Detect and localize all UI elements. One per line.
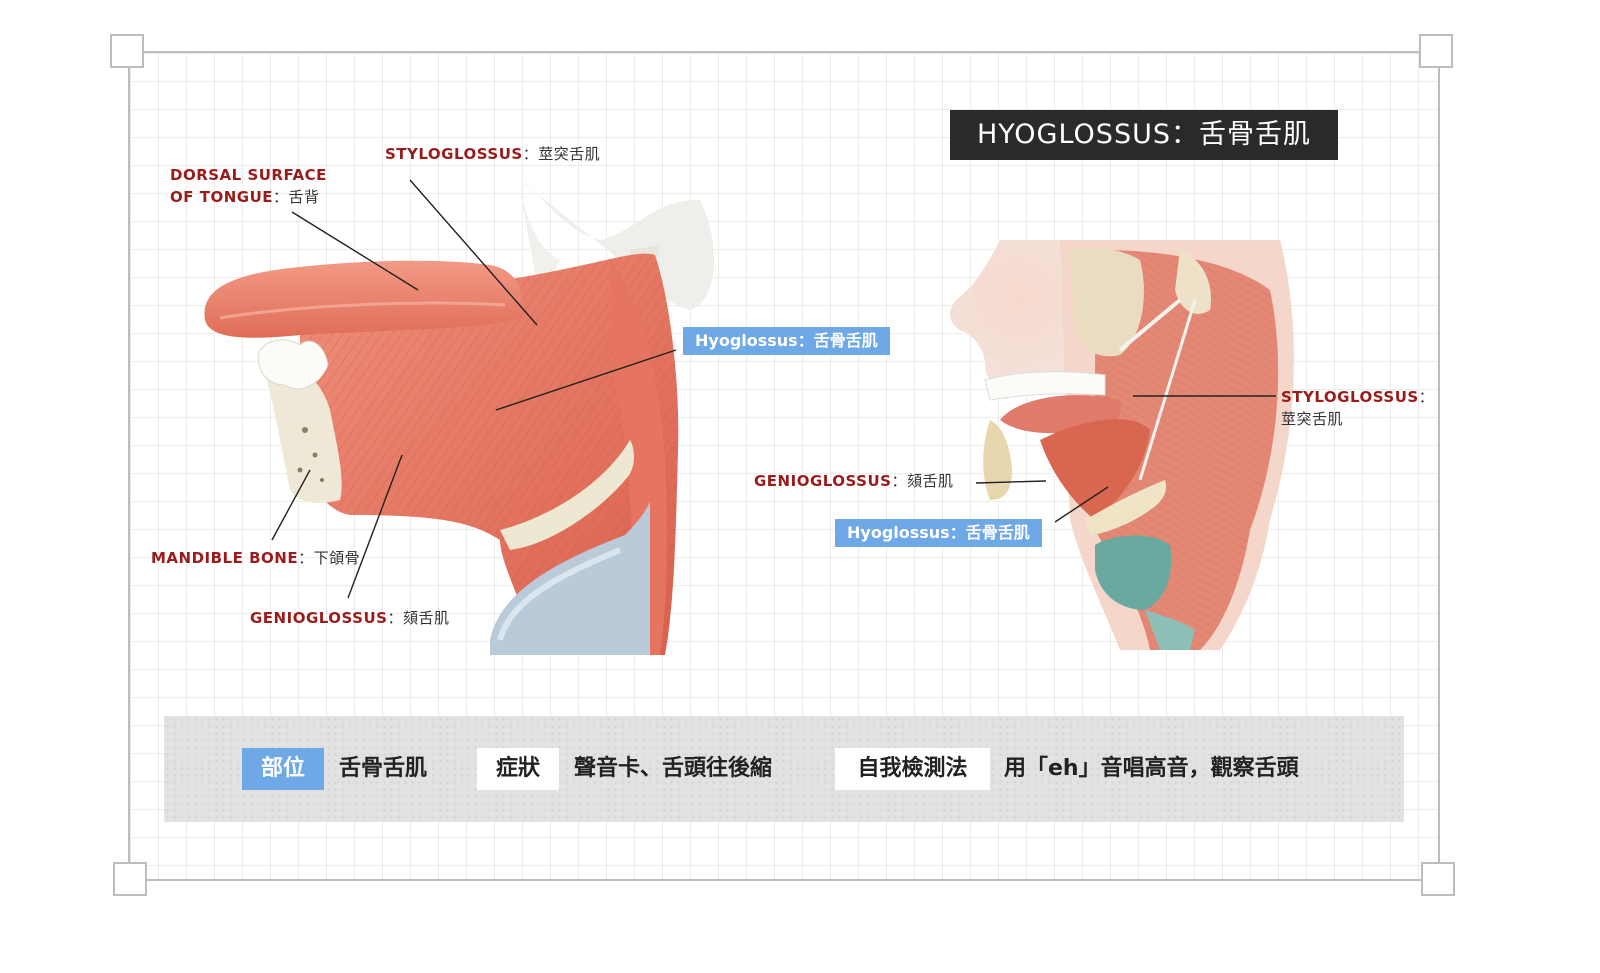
symptom-chip: 症狀	[477, 748, 559, 790]
label-styloglossus-right-zh: 莖突舌肌	[1281, 410, 1344, 428]
label-styloglossus-zh: ：莖突舌肌	[522, 145, 601, 163]
self-test-chip: 自我檢測法	[835, 748, 990, 790]
label-styloglossus-right-en: STYLOGLOSSUS	[1281, 388, 1419, 406]
corner-marker-tr	[1419, 34, 1453, 68]
label-mandible-zh: ：下頜骨	[298, 549, 361, 567]
label-styloglossus-en: STYLOGLOSSUS	[385, 145, 523, 163]
tag-hyoglossus-right: Hyoglossus：舌骨舌肌	[835, 519, 1042, 547]
label-styloglossus-right-colon: ：	[1418, 388, 1435, 406]
label-dorsal-line1: DORSAL SURFACE	[170, 166, 327, 184]
label-dorsal-line2-zh: ：舌背	[273, 188, 320, 206]
label-genioglossus-right-zh: ：頦舌肌	[891, 472, 954, 490]
page-title: HYOGLOSSUS：舌骨舌肌	[950, 110, 1338, 160]
label-genioglossus-right-en: GENIOGLOSSUS	[754, 472, 892, 490]
info-bar: 部位 舌骨舌肌 症狀 聲音卡、舌頭往後縮 自我檢測法 用「eh」音唱高音，觀察舌…	[164, 716, 1404, 822]
location-value: 舌骨舌肌	[339, 756, 428, 781]
tag-hyoglossus-left: Hyoglossus：舌骨舌肌	[683, 327, 890, 355]
corner-marker-br	[1421, 862, 1455, 896]
head-neck-illustration	[950, 240, 1294, 650]
location-chip: 部位	[242, 748, 324, 790]
label-mandible-en: MANDIBLE BONE	[151, 549, 299, 567]
label-styloglossus-right: STYLOGLOSSUS： 莖突舌肌	[1281, 386, 1434, 430]
label-dorsal-line2-en: OF TONGUE	[170, 188, 273, 206]
label-genioglossus-right: GENIOGLOSSUS：頦舌肌	[754, 470, 953, 492]
tongue-muscles-illustration	[204, 179, 714, 655]
corner-marker-bl	[113, 862, 147, 896]
label-genioglossus-left: GENIOGLOSSUS：頦舌肌	[250, 607, 449, 629]
label-styloglossus-left: STYLOGLOSSUS：莖突舌肌	[385, 143, 600, 165]
self-test-value: 用「eh」音唱高音，觀察舌頭	[1004, 756, 1299, 781]
label-dorsal-surface: DORSAL SURFACE OF TONGUE：舌背	[170, 164, 327, 208]
label-genioglossus-zh: ：頦舌肌	[387, 609, 450, 627]
label-genioglossus-en: GENIOGLOSSUS	[250, 609, 388, 627]
symptom-value: 聲音卡、舌頭往後縮	[574, 756, 773, 781]
label-mandible-bone: MANDIBLE BONE：下頜骨	[151, 547, 360, 569]
corner-marker-tl	[110, 34, 144, 68]
